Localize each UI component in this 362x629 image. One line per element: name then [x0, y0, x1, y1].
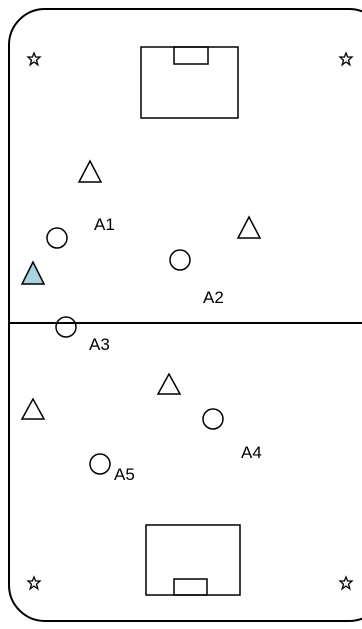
- top-goal: [173, 46, 209, 65]
- opponent-triangle: [156, 372, 182, 395]
- corner-star-bottom-right: [338, 575, 354, 591]
- player-label-a5: A5: [114, 465, 135, 484]
- pitch-outline: [8, 8, 362, 622]
- player-label-a3: A3: [89, 335, 110, 354]
- star-icon: [338, 51, 354, 67]
- player-circle-a3: [55, 316, 77, 338]
- bottom-goal: [173, 578, 208, 596]
- corner-star-bottom-left: [26, 575, 42, 591]
- player-circle-a5: [89, 453, 111, 475]
- player-circle-a1: [46, 227, 68, 249]
- corner-star-top-left: [26, 51, 42, 67]
- star-icon: [26, 575, 42, 591]
- player-circle-a2: [169, 249, 191, 271]
- opponent-triangle: [236, 215, 262, 239]
- player-label-a1: A1: [94, 215, 115, 234]
- opponent-triangle: [77, 159, 103, 183]
- opponent-triangle: [20, 397, 46, 420]
- corner-star-top-right: [338, 51, 354, 67]
- opponent-triangle-highlighted: [20, 260, 46, 285]
- player-circle-a4: [202, 408, 224, 430]
- player-label-a4: A4: [241, 443, 262, 462]
- star-icon: [338, 575, 354, 591]
- player-label-a2: A2: [203, 288, 224, 307]
- star-icon: [26, 51, 42, 67]
